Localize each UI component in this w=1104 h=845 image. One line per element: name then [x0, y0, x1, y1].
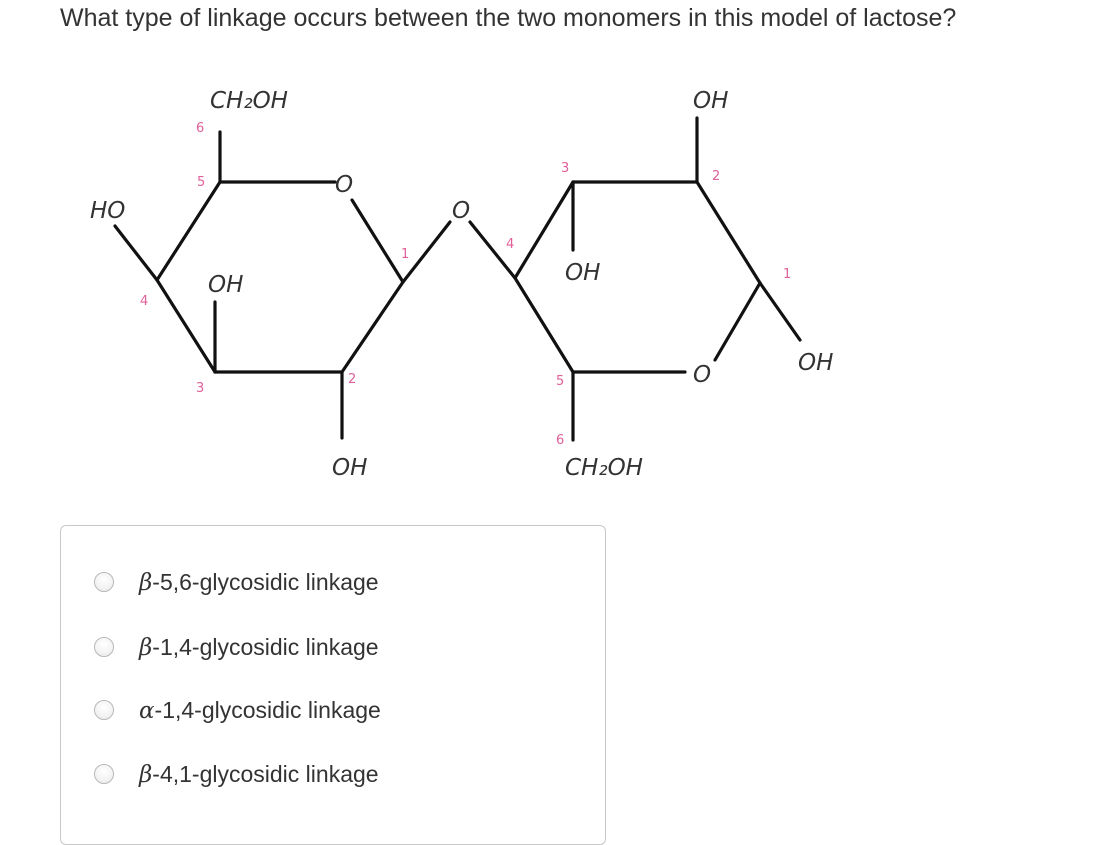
- option-beta-5-6[interactable]: β-5,6-glycosidic linkage: [94, 567, 379, 597]
- left-bottom-oh-label: OH: [332, 455, 367, 481]
- carbon-number-r1: 1: [783, 267, 791, 282]
- far-right-oh-label: OH: [798, 350, 833, 376]
- carbon-number-l4: 4: [140, 294, 148, 309]
- option-label: β-5,6-glycosidic linkage: [139, 568, 379, 596]
- radio-button[interactable]: [94, 637, 114, 657]
- option-label: β-1,4-glycosidic linkage: [139, 633, 379, 661]
- left-ring-oxygen-label: O: [335, 172, 353, 198]
- carbon-number-l3: 3: [196, 381, 204, 396]
- right-ring: [468, 116, 802, 442]
- carbon-number-r2: 2: [712, 169, 720, 184]
- right-top-oh-label: OH: [693, 88, 728, 114]
- option-beta-1-4[interactable]: β-1,4-glycosidic linkage: [94, 632, 379, 662]
- right-mid-oh-label: OH: [565, 260, 600, 286]
- radio-button[interactable]: [94, 572, 114, 592]
- radio-button[interactable]: [94, 764, 114, 784]
- answer-options-panel: β-5,6-glycosidic linkage β-1,4-glycosidi…: [60, 525, 606, 845]
- left-ring: [113, 130, 452, 440]
- lactose-structure-diagram: CH₂OH OH HO O O OH OH OH O OH CH₂OH 6 5 …: [90, 88, 833, 481]
- option-beta-4-1[interactable]: β-4,1-glycosidic linkage: [94, 759, 379, 789]
- carbon-number-l6: 6: [196, 121, 204, 136]
- ho-label: HO: [90, 198, 125, 224]
- carbon-number-r6: 6: [556, 433, 564, 448]
- radio-button[interactable]: [94, 700, 114, 720]
- option-alpha-1-4[interactable]: α-1,4-glycosidic linkage: [94, 695, 381, 725]
- option-label: α-1,4-glycosidic linkage: [139, 696, 381, 724]
- right-ring-oxygen-label: O: [693, 362, 711, 388]
- left-mid-oh-label: OH: [208, 272, 243, 298]
- carbon-number-r5: 5: [556, 374, 564, 389]
- option-label: β-4,1-glycosidic linkage: [139, 760, 379, 788]
- carbon-number-r3: 3: [561, 161, 569, 176]
- bridge-oxygen-label: O: [452, 198, 470, 224]
- carbon-number-l5: 5: [197, 175, 205, 190]
- carbon-number-l1: 1: [401, 247, 409, 262]
- left-ch2oh-label: CH₂OH: [210, 88, 288, 114]
- question-text: What type of linkage occurs between the …: [60, 4, 957, 32]
- carbon-number-r4: 4: [506, 237, 514, 252]
- right-ch2oh-label: CH₂OH: [565, 455, 643, 481]
- carbon-number-l2: 2: [348, 372, 356, 387]
